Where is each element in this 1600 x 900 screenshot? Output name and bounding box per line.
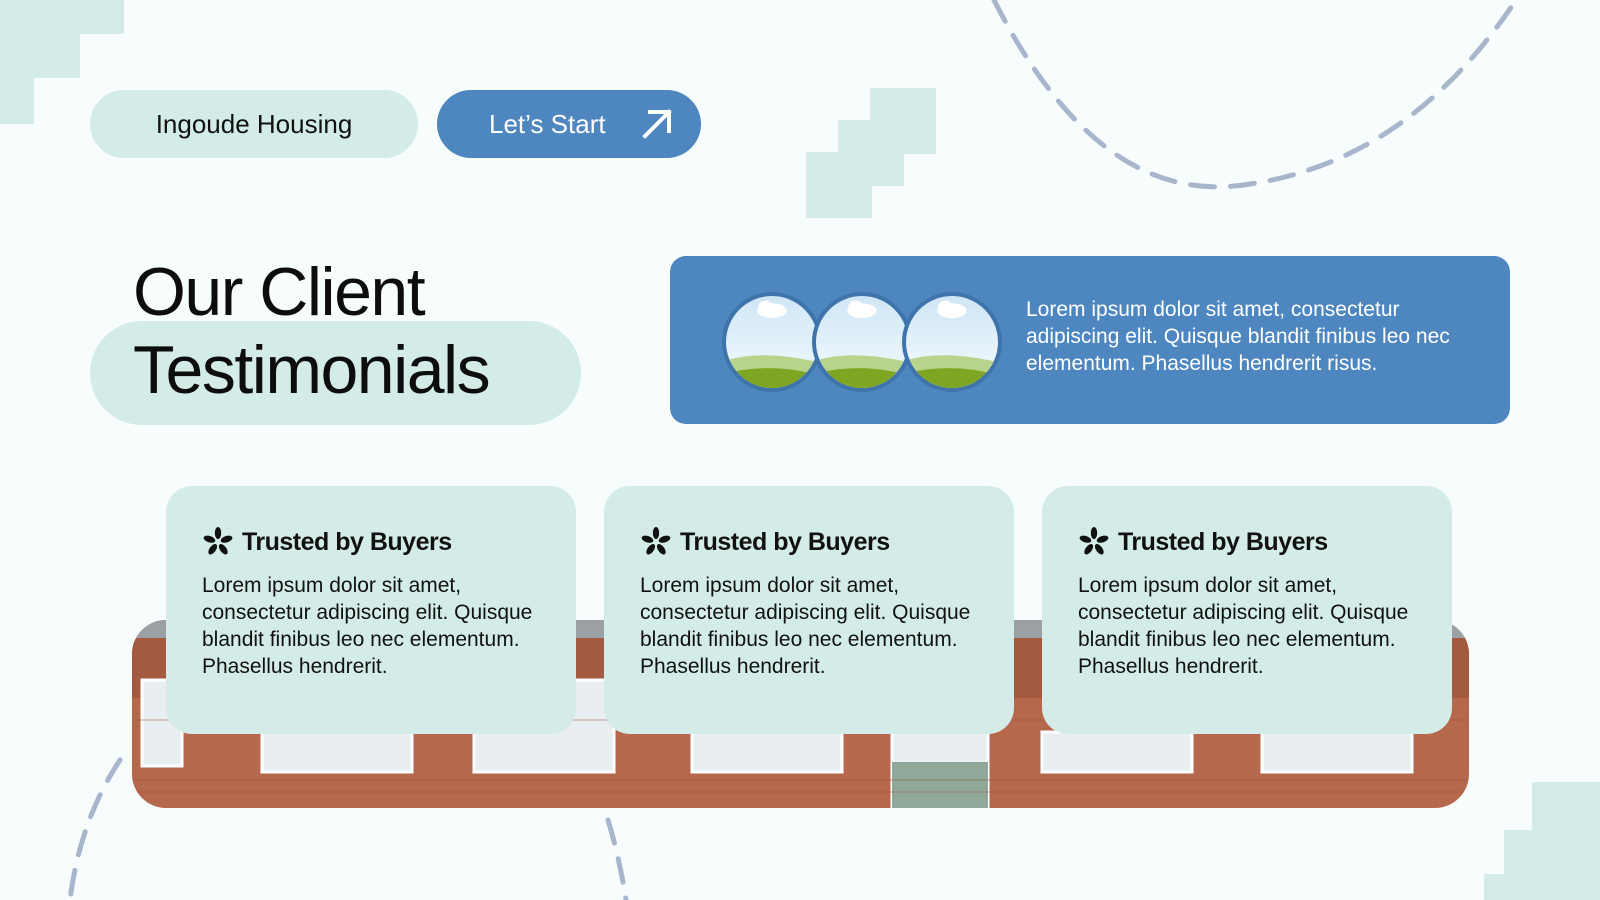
summary-text: Lorem ipsum dolor sit amet, consectetur … bbox=[1026, 298, 1450, 375]
step-shape-top-left bbox=[0, 0, 124, 124]
testimonial-title: Trusted by Buyers bbox=[680, 527, 890, 556]
image-placeholder-icon bbox=[906, 300, 998, 388]
brand-pill: Ingoude Housing bbox=[90, 90, 418, 158]
brand-name: Ingoude Housing bbox=[155, 108, 353, 139]
page-title-line1: Our Client bbox=[133, 254, 426, 330]
arrow-up-right-icon bbox=[642, 109, 672, 139]
image-placeholder-icon bbox=[726, 300, 818, 388]
asterisk-flower-icon bbox=[203, 527, 233, 555]
title-highlight bbox=[90, 321, 581, 425]
summary-card: Lorem ipsum dolor sit amet, consectetur … bbox=[670, 256, 1510, 424]
avatar-placeholder-3 bbox=[902, 292, 1002, 392]
dashed-arc-top-right bbox=[991, 0, 1519, 190]
step-shape-center bbox=[806, 88, 936, 218]
avatar-placeholder-2 bbox=[812, 292, 912, 392]
testimonial-title: Trusted by Buyers bbox=[242, 527, 452, 556]
testimonial-title: Trusted by Buyers bbox=[1118, 527, 1328, 556]
asterisk-flower-icon bbox=[1079, 527, 1109, 555]
lets-start-button[interactable]: Let’s Start bbox=[437, 90, 701, 158]
image-placeholder-icon bbox=[816, 300, 908, 388]
testimonial-card-2: Trusted by Buyers Lorem ipsum dolor sit … bbox=[604, 486, 1014, 734]
testimonial-card-1: Trusted by Buyers Lorem ipsum dolor sit … bbox=[166, 486, 576, 734]
testimonial-body: Lorem ipsum dolor sit amet, consectetur … bbox=[202, 574, 533, 678]
step-shape-bottom-right bbox=[1484, 782, 1600, 900]
avatar-placeholder-1 bbox=[722, 292, 822, 392]
testimonial-card-3: Trusted by Buyers Lorem ipsum dolor sit … bbox=[1042, 486, 1452, 734]
asterisk-flower-icon bbox=[641, 527, 671, 555]
testimonial-body: Lorem ipsum dolor sit amet, consectetur … bbox=[640, 574, 971, 678]
testimonial-body: Lorem ipsum dolor sit amet, consectetur … bbox=[1078, 574, 1409, 678]
lets-start-label: Let’s Start bbox=[489, 108, 606, 139]
dashed-arc-bottom bbox=[67, 757, 629, 900]
page-title-line2: Testimonials bbox=[133, 332, 491, 408]
